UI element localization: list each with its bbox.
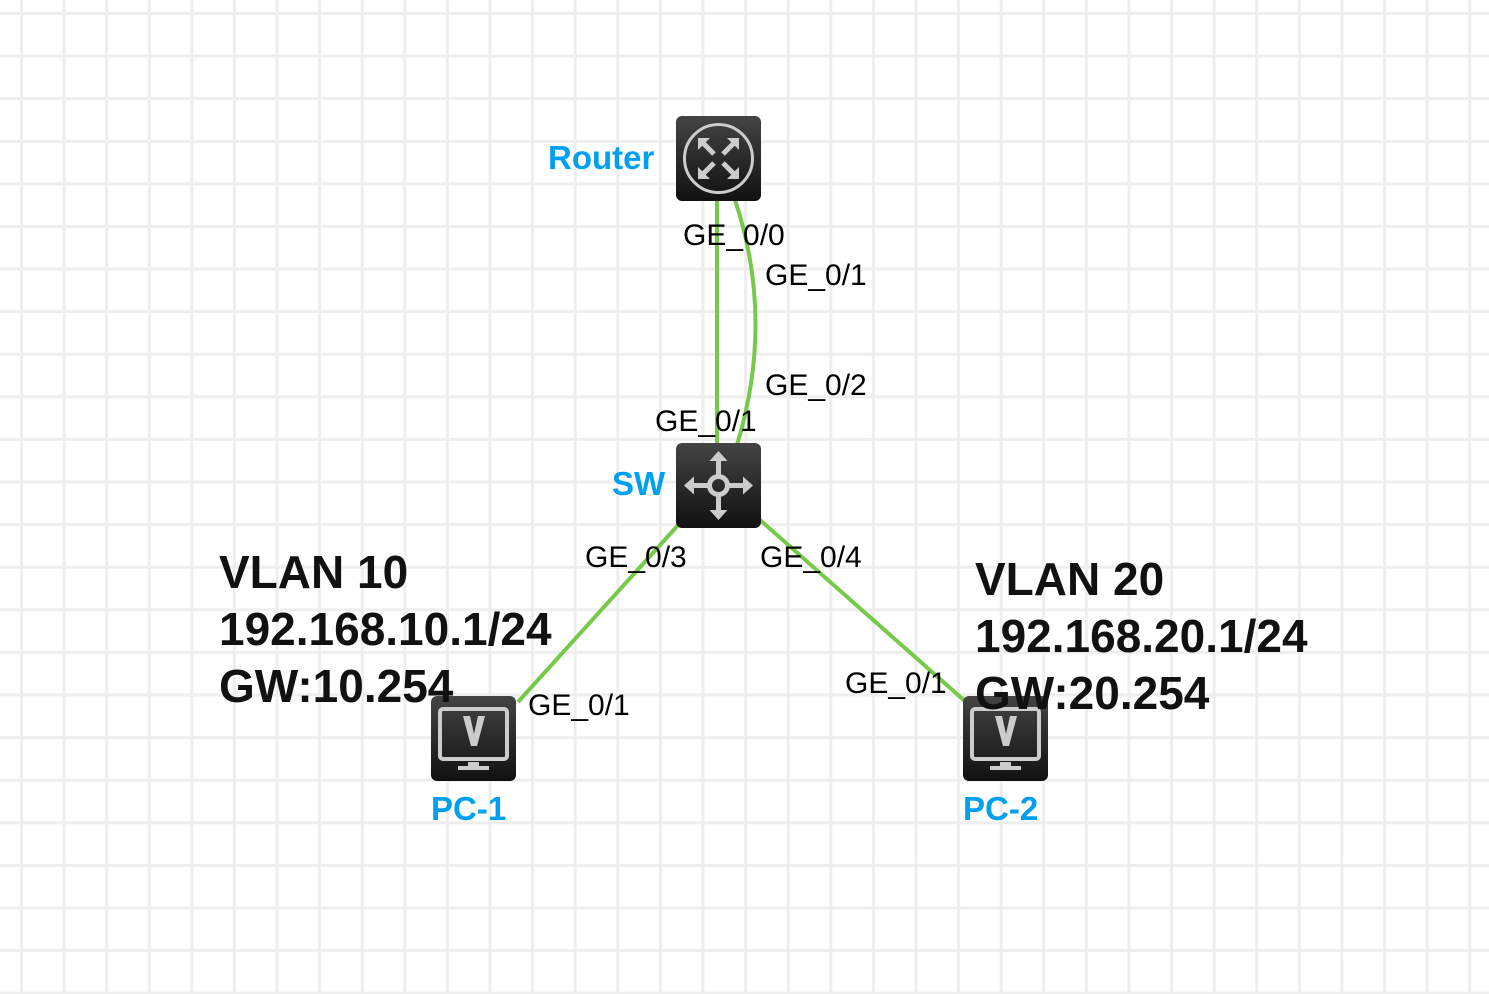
port-label-pc1: GE_0/1	[528, 689, 630, 722]
port-label-sw-ge02: GE_0/2	[765, 369, 867, 402]
router-icon	[683, 123, 754, 194]
vlan20-title: VLAN 20	[975, 553, 1165, 605]
port-label-pc2: GE_0/1	[845, 667, 947, 700]
link-sw-pc2[interactable]	[758, 518, 968, 704]
monitor-icon	[970, 707, 1041, 770]
port-label-router-ge00: GE_0/0	[683, 219, 785, 252]
vlan10-gateway: GW:10.254	[219, 660, 454, 712]
link-sw-pc1[interactable]	[516, 521, 682, 704]
port-label-sw-ge04: GE_0/4	[760, 541, 862, 574]
port-label-router-ge01: GE_0/1	[765, 259, 867, 292]
port-label-sw-ge01: GE_0/1	[655, 405, 757, 438]
pc2-label: PC-2	[963, 790, 1039, 827]
switch-label: SW	[612, 465, 666, 502]
vlan10-title: VLAN 10	[219, 546, 409, 598]
port-label-sw-ge03: GE_0/3	[585, 541, 687, 574]
vlan10-subnet: 192.168.10.1/24	[219, 603, 552, 655]
pc1-device[interactable]	[431, 696, 516, 781]
vlan20-note: VLAN 20 192.168.20.1/24 GW:20.254	[975, 551, 1308, 722]
switch-icon	[684, 451, 753, 520]
pc2-device[interactable]	[963, 696, 1048, 781]
router-label: Router	[548, 139, 655, 176]
pc1-label: PC-1	[431, 790, 507, 827]
vlan10-note: VLAN 10 192.168.10.1/24 GW:10.254	[219, 544, 552, 715]
router-device[interactable]	[676, 116, 761, 201]
vlan20-gateway: GW:20.254	[975, 667, 1210, 719]
monitor-icon	[438, 707, 509, 770]
switch-device[interactable]	[676, 443, 761, 528]
link-router-sw-2[interactable]	[733, 199, 758, 446]
vlan20-subnet: 192.168.20.1/24	[975, 610, 1308, 662]
